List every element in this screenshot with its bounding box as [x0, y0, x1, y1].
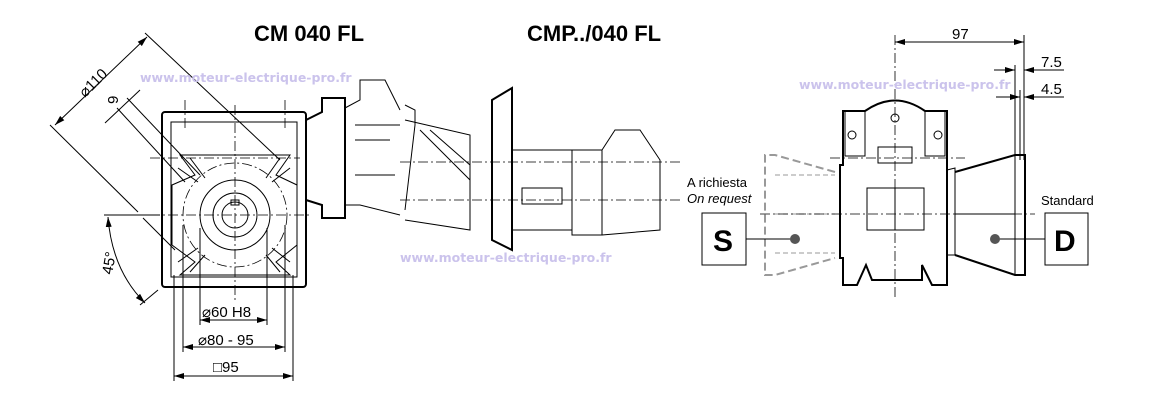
dim-label-9: 9 [105, 96, 122, 104]
watermark-2: www.moteur-electrique-pro.fr [400, 250, 612, 265]
housing-outline [161, 111, 307, 288]
dim-label-7-5: 7.5 [1041, 54, 1062, 71]
output-flange-rim [946, 167, 956, 256]
cmp-flange [491, 86, 513, 252]
motor-body [344, 79, 401, 216]
dim-label-110: ⌀110 [76, 66, 111, 101]
dim-line-9 [104, 89, 141, 124]
slot-bottom-left [177, 247, 206, 273]
dim-label-80-95: ⌀80 - 95 [198, 332, 254, 349]
right-boss [924, 110, 946, 157]
cmp-input-housing [404, 104, 471, 231]
fixing-hole-right [933, 130, 943, 140]
label-d: D [1054, 225, 1076, 258]
motor-flange [305, 97, 346, 219]
label-s: S [713, 225, 733, 258]
flange-plate [171, 154, 298, 276]
d-marker-dot [990, 234, 1000, 244]
optional-flange-s [764, 154, 836, 276]
slot-bottom-right [265, 247, 291, 273]
dim-arc-45 [105, 216, 146, 304]
s-marker-dot [790, 234, 800, 244]
dim-label-45: 45° [99, 250, 120, 275]
dim-label-97: 97 [952, 26, 969, 43]
dim-label-4-5: 4.5 [1041, 81, 1062, 98]
watermark-3: www.moteur-electrique-pro.fr [799, 77, 1011, 92]
right-side-view: 97 7.5 4.5 A richiesta On request Standa… [687, 26, 1094, 300]
fixing-hole-left [847, 130, 857, 140]
label-a-richiesta: A richiesta [687, 175, 748, 190]
slot-top-left [177, 157, 206, 183]
left-boss [844, 110, 866, 157]
title-cm040fl: CM 040 FL [254, 21, 364, 46]
dim-label-60h8: ⌀60 H8 [202, 304, 251, 321]
cmp-nameplate [521, 187, 563, 205]
left-front-view: ⌀110 9 45° ⌀60 H8 ⌀80 - 95 □95 [49, 32, 401, 381]
gearbox-housing [839, 99, 948, 286]
slot-top-right [265, 157, 291, 183]
label-on-request: On request [687, 191, 753, 206]
watermark-1: www.moteur-electrique-pro.fr [140, 70, 352, 85]
cmp-motor-stub [601, 129, 661, 236]
cmp-coupling [571, 149, 603, 236]
standard-flange-d [954, 154, 1026, 276]
title-cmp040fl: CMP../040 FL [527, 21, 661, 46]
dim-label-square-95: □95 [213, 359, 239, 376]
dim-line-110 [54, 36, 148, 126]
middle-cmp-view [400, 86, 680, 252]
label-standard: Standard [1041, 193, 1094, 208]
